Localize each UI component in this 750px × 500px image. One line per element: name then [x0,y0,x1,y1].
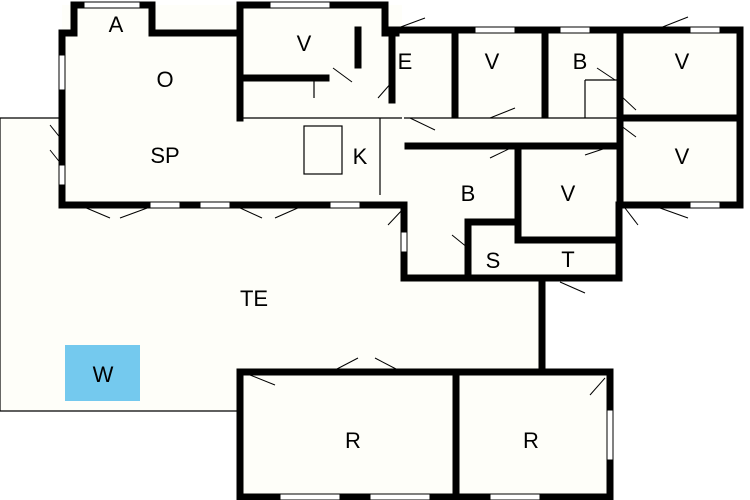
room-label-w: W [93,362,114,387]
whirlpool-highlight [65,345,140,401]
room-label-v5: V [561,181,576,206]
room-label-v2: V [485,49,500,74]
room-label-te: TE [240,286,268,311]
room-label-o: O [156,67,173,92]
room-label-sp: SP [150,143,179,168]
walls [58,1,744,500]
room-labels: A V O E V B V SP K V B V S T TE W R R [93,12,690,453]
interior-lines [240,78,618,195]
room-label-v1: V [297,31,312,56]
doors [49,16,689,396]
house-floor [62,5,737,497]
room-label-v4: V [675,144,690,169]
room-label-r2: R [523,428,539,453]
room-label-a: A [109,12,124,37]
room-label-t: T [561,247,574,272]
windows [58,1,721,500]
room-label-v3: V [675,49,690,74]
room-label-b1: B [573,49,588,74]
room-label-b2: B [461,181,476,206]
room-label-e: E [398,49,413,74]
room-label-k: K [353,144,368,169]
room-label-s: S [486,248,501,273]
room-label-r1: R [345,428,361,453]
